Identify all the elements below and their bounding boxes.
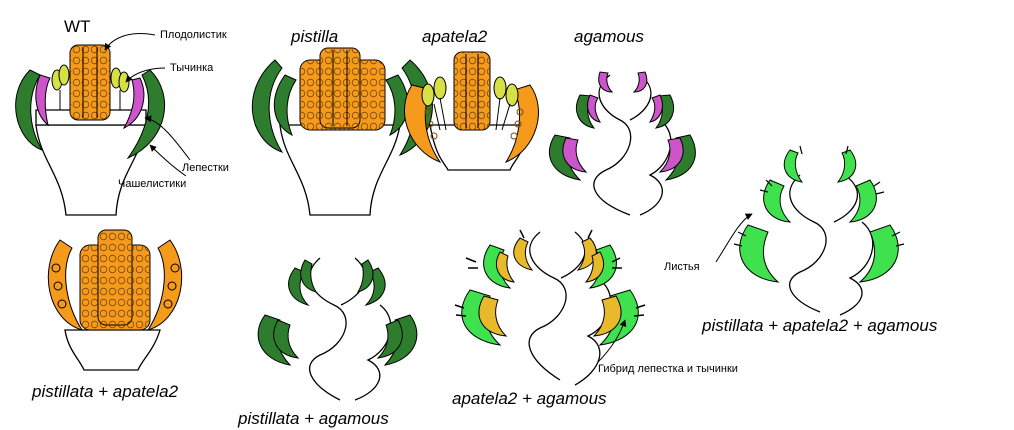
pistillata-agamous-flower <box>258 258 417 400</box>
title-pistillata-agamous: pistillata + agamous <box>237 409 389 428</box>
title-triple: pistillata + apatela2 + agamous <box>701 316 938 335</box>
title-pistillata-apatela2: pistillata + apatela2 <box>31 382 179 401</box>
title-apatela2-agamous: apatela2 + agamous <box>452 389 607 408</box>
pistillata-apatela2-flower <box>48 230 181 370</box>
triple-mutant-flower <box>734 146 904 315</box>
title-agamous: agamous <box>574 27 644 46</box>
label-leaves: Листья <box>664 261 700 273</box>
apatela2-agamous-flower <box>455 230 645 385</box>
pistilla-flower <box>252 48 432 215</box>
label-petals: Лепестки <box>182 162 229 174</box>
label-hybrid: Гибрид лепестка и тычинки <box>598 363 738 375</box>
title-apatela2: apatela2 <box>422 27 488 46</box>
label-stamen: Тычинка <box>170 62 214 74</box>
title-pistilla: pistilla <box>290 27 338 46</box>
label-sepals: Чашелистики <box>118 178 186 190</box>
apatela2-flower <box>405 52 539 170</box>
title-wt: WT <box>64 17 90 36</box>
annotation-arrows <box>105 33 752 362</box>
agamous-flower <box>549 72 695 215</box>
label-carpel: Плодолистик <box>160 29 227 41</box>
